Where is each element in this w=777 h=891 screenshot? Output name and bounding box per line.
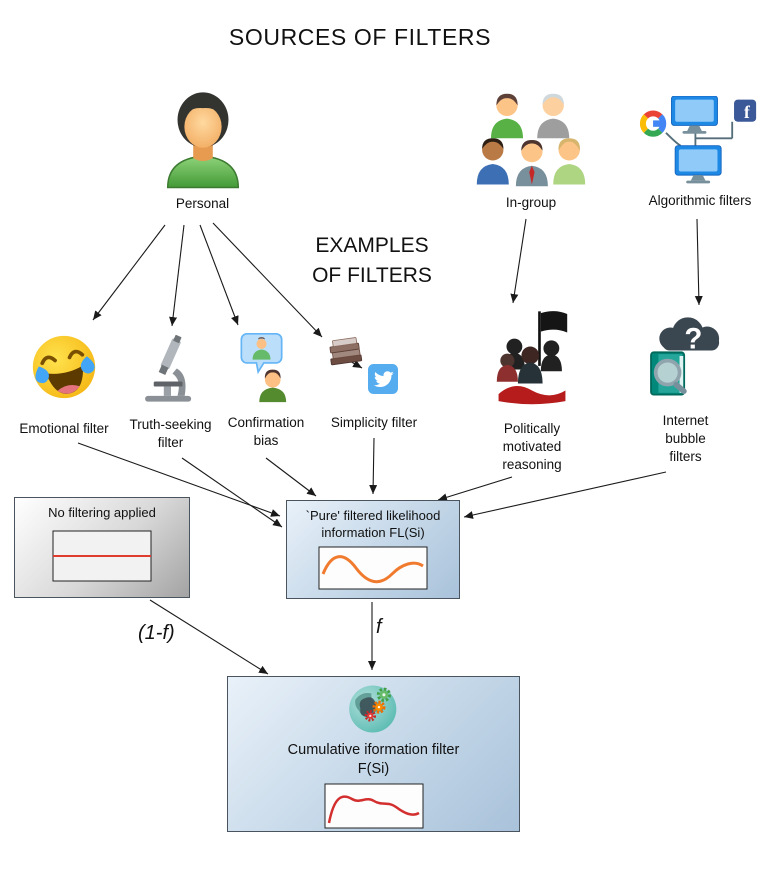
facebook-icon: f <box>734 99 757 122</box>
arrow-simplicity-pure <box>369 437 378 495</box>
svg-text:f: f <box>744 102 750 122</box>
algorithms-network-icon: f <box>639 96 757 184</box>
no-filtering-title: No filtering applied <box>48 505 156 520</box>
question-mark-glyph: ? <box>684 323 702 356</box>
laughing-tears-emoji-icon <box>32 335 96 399</box>
monitor-icon <box>671 96 718 134</box>
google-icon <box>639 110 667 137</box>
political-label: Politically motivated reasoning <box>502 421 562 472</box>
wavy-line-chart <box>324 783 423 829</box>
arrow-personal-emotional <box>92 224 166 321</box>
flat-line-chart <box>52 530 152 582</box>
arrow-ingroup-political <box>510 218 527 304</box>
twitter-icon <box>368 364 398 394</box>
bubble-label: Internet bubble filters <box>662 413 709 464</box>
confirmation-label: Confirmation bias <box>227 415 305 448</box>
arrow-confirmation-pure <box>265 457 317 497</box>
cumulative-filter-box: Cumulative iformation filter F(Si) <box>227 676 520 832</box>
filter-confirmation-bias: Confirmation bias <box>217 330 315 450</box>
source-personal: Personal <box>145 84 260 213</box>
speech-bubble-person-icon <box>240 333 287 403</box>
arrow-algorithmic-bubble <box>694 218 703 306</box>
arrow-bubble-pure <box>463 471 667 519</box>
edge-label-one-minus-f: (1-f) <box>138 622 175 644</box>
arrow-truth-pure <box>181 457 283 528</box>
cloud-question-book-magnifier-icon: ? <box>649 317 719 396</box>
books-icon <box>329 337 363 366</box>
truth-seeking-label: Truth-seeking filter <box>129 417 212 450</box>
microscope-icon <box>144 334 191 402</box>
examples-heading: EXAMPLES OF FILTERS <box>312 234 432 288</box>
group-icon <box>476 93 586 187</box>
arrow-political-pure <box>437 476 513 502</box>
filter-simplicity: Simplicity filter <box>320 334 428 432</box>
pure-likelihood-box: `Pure' filtered likelihood information F… <box>286 500 460 599</box>
edge-label-f: f <box>376 616 382 638</box>
arrow-personal-truth <box>169 224 185 327</box>
filter-political: Politically motivated reasoning <box>482 306 582 473</box>
no-filtering-box: No filtering applied <box>14 497 190 598</box>
filter-truth-seeking: Truth-seeking filter <box>118 330 223 452</box>
pure-likelihood-title: `Pure' filtered likelihood information F… <box>305 508 441 540</box>
source-ingroup: In-group <box>472 92 590 212</box>
protest-flag-icon <box>496 311 568 405</box>
monitor-icon <box>674 145 722 184</box>
source-algorithmic: f Algorithmic filters <box>634 96 766 210</box>
globe-gears-icon <box>348 685 396 733</box>
simplicity-label: Simplicity filter <box>330 415 418 430</box>
filter-internet-bubble: ? Internet bubble filters <box>638 308 733 465</box>
person-icon <box>166 92 239 189</box>
sine-wave-chart <box>318 546 428 590</box>
filter-emotional: Emotional filter <box>8 326 120 438</box>
cumulative-title: Cumulative iformation filter F(Si) <box>287 742 460 777</box>
books-to-twitter-icon <box>324 334 408 396</box>
algorithmic-label: Algorithmic filters <box>648 193 752 208</box>
ingroup-label: In-group <box>505 195 557 210</box>
emotional-label: Emotional filter <box>19 421 109 436</box>
arrow-personal-confirmation <box>199 224 239 326</box>
page-title: SOURCES OF FILTERS <box>228 24 492 50</box>
personal-label: Personal <box>175 196 230 211</box>
